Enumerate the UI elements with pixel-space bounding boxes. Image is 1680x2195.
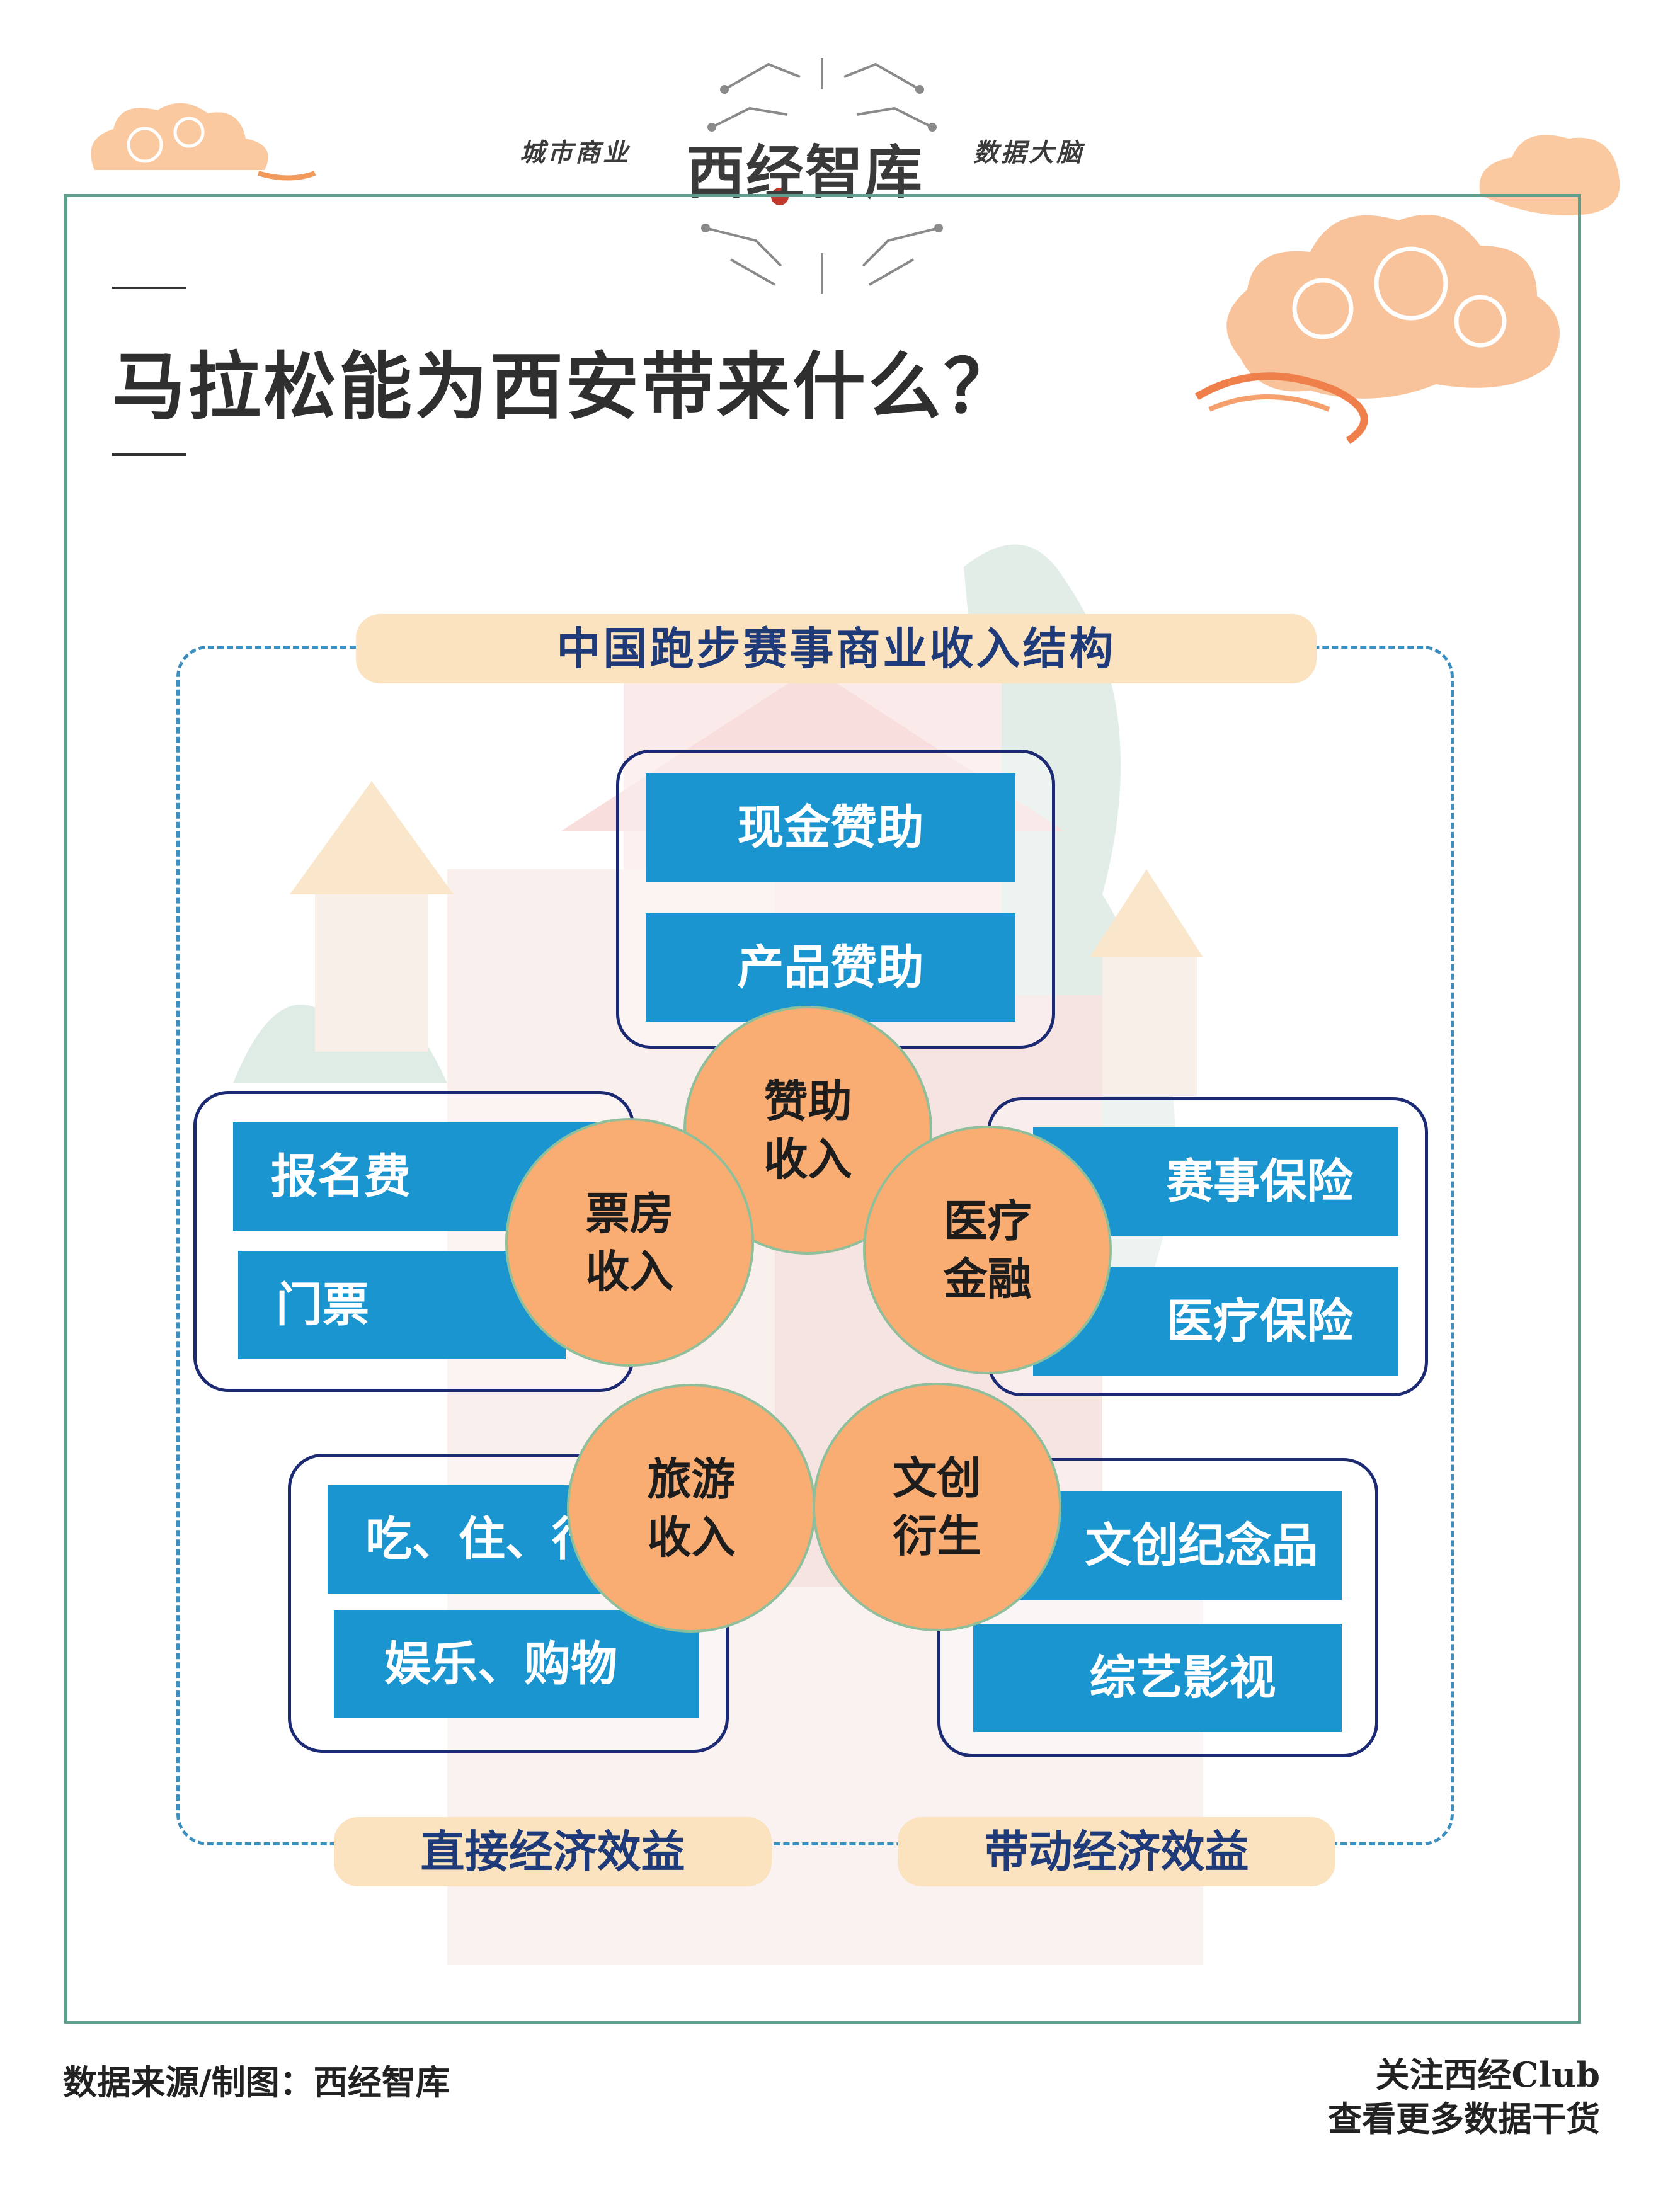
page-frame xyxy=(64,194,1581,2024)
cloud-decoration-right xyxy=(1194,135,1620,444)
indirect-benefit-label: 带动经济效益 xyxy=(898,1817,1335,1886)
sponsor-item-cash: 现金赞助 xyxy=(646,773,1015,882)
page-title: 马拉松能为西安带来什么？ xyxy=(112,344,1019,430)
title-rule-bottom xyxy=(112,453,186,456)
culture-item-media: 综艺影视 xyxy=(973,1624,1342,1732)
hub-travel-income: 旅游 收入 xyxy=(567,1384,816,1633)
ticket-item-admission: 门票 xyxy=(238,1251,566,1359)
logo-circuit-icon xyxy=(701,58,943,294)
footer-cta-line2: 查看更多数据干货 xyxy=(1328,2099,1600,2139)
hub-ticket-income: 票房 收入 xyxy=(505,1118,754,1367)
header-right-tag: 数据大脑 xyxy=(973,138,1084,168)
hub-medical-finance: 医疗 金融 xyxy=(863,1126,1112,1374)
footer-source: 数据来源/制图：西经智库 xyxy=(63,2062,450,2102)
footer-cta-line1: 关注西经Club xyxy=(1375,2055,1600,2095)
diagram-topic: 中国跑步赛事商业收入结构 xyxy=(356,614,1317,683)
hub-culture-derivatives: 文创 衍生 xyxy=(813,1383,1061,1631)
sponsor-item-product: 产品赞助 xyxy=(646,913,1015,1022)
header-left-tag: 城市商业 xyxy=(520,138,631,168)
direct-benefit-label: 直接经济效益 xyxy=(334,1817,772,1886)
travel-item-entertainment-shopping: 娱乐、购物 xyxy=(334,1610,699,1718)
title-rule-top xyxy=(112,287,186,289)
cloud-decoration-left xyxy=(91,103,316,181)
